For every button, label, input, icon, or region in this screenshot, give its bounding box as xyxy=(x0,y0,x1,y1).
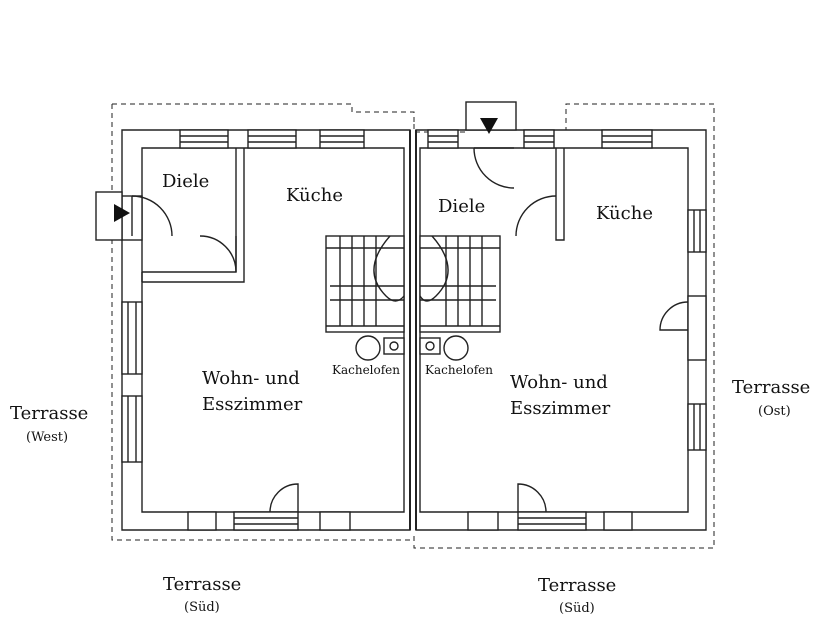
room-label-kueche-right: Küche xyxy=(596,203,653,224)
room-label-wohn-left-1: Wohn- und xyxy=(202,368,300,389)
right-stove xyxy=(419,335,469,361)
left-stove xyxy=(355,335,405,361)
room-label-wohn-right-2: Esszimmer xyxy=(510,398,611,419)
terrace-west-direction: (West) xyxy=(26,430,69,445)
right-diele-walls xyxy=(555,148,565,241)
room-label-diele-left: Diele xyxy=(162,171,210,192)
kachelofen-label-right: Kachelofen xyxy=(425,363,494,377)
room-label-wohn-left-2: Esszimmer xyxy=(202,394,303,415)
right-entrance-door xyxy=(473,147,515,189)
terrace-ost-name: Terrasse xyxy=(732,377,811,398)
room-label-diele-right: Diele xyxy=(438,196,486,217)
room-label-wohn-right-1: Wohn- und xyxy=(510,372,608,393)
terrace-sued-right-name: Terrasse xyxy=(538,575,617,596)
left-staircase xyxy=(325,235,405,333)
left-diele-walls xyxy=(142,148,237,273)
left-entrance-door xyxy=(131,195,173,237)
entrance-arrow-icon xyxy=(480,118,498,134)
terrace-sued-left-name: Terrasse xyxy=(163,574,242,595)
terrace-sued-left-direction: (Süd) xyxy=(184,600,220,615)
terrace-outline-left xyxy=(112,103,415,124)
kachelofen-label-left: Kachelofen xyxy=(332,363,401,377)
terrace-sued-right-direction: (Süd) xyxy=(559,601,595,616)
room-label-kueche-left: Küche xyxy=(286,185,343,206)
right-staircase xyxy=(419,235,501,333)
entrance-arrow-icon xyxy=(114,204,130,222)
terrace-west-name: Terrasse xyxy=(10,403,89,424)
terrace-ost-direction: (Ost) xyxy=(758,404,791,419)
